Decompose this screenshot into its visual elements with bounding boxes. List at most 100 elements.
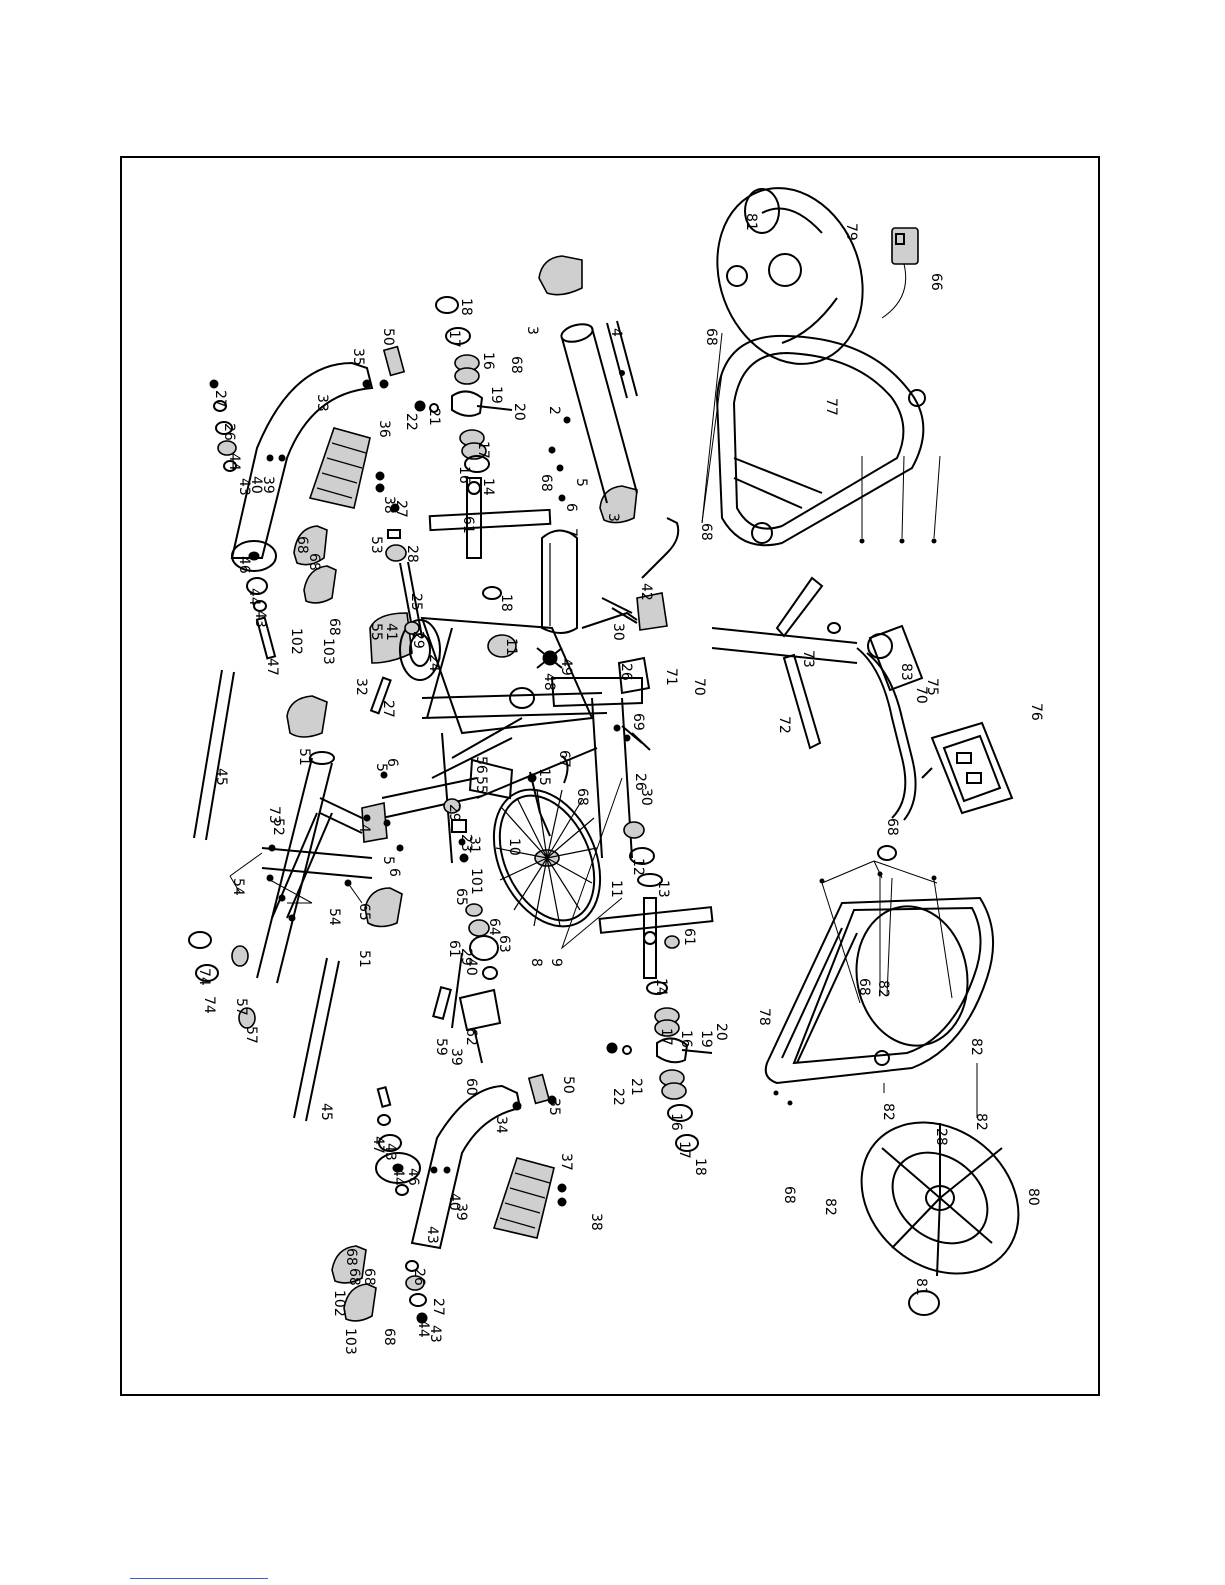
callout-label: 38 xyxy=(381,496,397,514)
callout-leaders xyxy=(229,332,938,904)
callout-label: 82 xyxy=(880,1103,896,1121)
part-46-roller-upper xyxy=(231,540,277,660)
callout-label: 74 xyxy=(196,968,212,986)
callout-label: 68 xyxy=(856,978,872,996)
callout-label: 78 xyxy=(756,1008,772,1026)
part-52-base-beam xyxy=(256,751,373,984)
callout-label: 6 xyxy=(386,868,402,877)
callout-label: 68 xyxy=(294,536,310,554)
part-5-6-small-mid xyxy=(363,771,404,852)
part-5-6-brackets xyxy=(548,416,571,502)
callout-label: 74 xyxy=(201,996,217,1014)
part-2-tube xyxy=(560,323,638,504)
callout-label: 51 xyxy=(296,748,312,766)
callout-label: 102 xyxy=(331,1290,347,1317)
callout-label: 68 xyxy=(781,1186,797,1204)
callout-label: 45 xyxy=(213,768,229,786)
part-74-57-feet xyxy=(188,931,256,1029)
callout-label: 68 xyxy=(326,618,342,636)
callout-label: 64 xyxy=(486,918,502,936)
callout-label: 19 xyxy=(698,1030,714,1048)
callout-label: 27 xyxy=(380,700,396,718)
callout-label: 68 xyxy=(508,356,524,374)
callout-label: 37 xyxy=(558,1153,574,1171)
part-78-right-shroud xyxy=(764,896,995,1085)
callout-label: 21 xyxy=(628,1078,644,1096)
part-77-left-shroud xyxy=(715,334,926,547)
callout-label: 75 xyxy=(924,678,940,696)
part-24-flywheel-hub xyxy=(399,619,441,681)
part-33-pedal-arm-upper xyxy=(230,361,389,559)
callout-label: 28 xyxy=(933,1128,949,1146)
callout-label: 18 xyxy=(498,594,514,612)
callout-label: 73 xyxy=(800,650,816,668)
callout-label: 26 xyxy=(221,423,237,441)
callout-label: 76 xyxy=(1028,703,1044,721)
callout-label: 68 xyxy=(346,1268,362,1286)
callout-label: 43 xyxy=(252,610,268,628)
callout-label: 103 xyxy=(342,1328,358,1355)
part-4-rail-top xyxy=(606,320,638,399)
callout-label: 26 xyxy=(632,773,648,791)
callout-label: 11 xyxy=(503,638,519,656)
callout-label: 48 xyxy=(541,673,557,691)
callout-label: 68 xyxy=(698,523,714,541)
part-82-68-shroud-screws xyxy=(773,871,978,1118)
callout-label: 16 xyxy=(480,352,496,370)
callout-label: 66 xyxy=(928,273,944,291)
callout-label: 55 xyxy=(473,776,489,794)
part-15-67-magnet xyxy=(527,755,569,814)
callout-label: 56 xyxy=(473,756,489,774)
callout-label: 65 xyxy=(356,903,372,921)
callout-label: 27 xyxy=(393,500,409,518)
part-79-disc-cover xyxy=(716,187,864,365)
callout-label: 20 xyxy=(713,1023,729,1041)
callout-label: 68 xyxy=(381,1328,397,1346)
part-102-103-guard-upper xyxy=(293,525,337,604)
part-37-pedal-lower xyxy=(492,1157,567,1239)
callout-label: 24 xyxy=(426,654,442,672)
callout-label: 44 xyxy=(246,588,262,606)
callout-label: 39 xyxy=(448,1048,464,1066)
part-61-64-idler xyxy=(465,903,499,980)
callout-label: 69 xyxy=(630,713,646,731)
callout-label: 15 xyxy=(536,768,552,786)
part-51-cap-upper xyxy=(286,695,328,738)
part-81-bottom-cap xyxy=(908,1290,940,1316)
part-51-cap-lower xyxy=(344,879,403,928)
callout-label: 101 xyxy=(468,868,484,895)
callout-label: 65 xyxy=(453,888,469,906)
callout-label: 31 xyxy=(466,836,482,854)
callout-label: 27 xyxy=(430,1298,446,1316)
part-39-40-bolt xyxy=(266,454,286,462)
callout-label: 43 xyxy=(424,1226,440,1244)
part-39-40-bolt-lower xyxy=(430,1166,451,1174)
callout-label: 61 xyxy=(460,516,476,534)
callout-label: 57 xyxy=(243,1026,259,1044)
callout-label: 83 xyxy=(898,663,914,681)
callout-label: 67 xyxy=(556,750,572,768)
callout-label: 51 xyxy=(356,950,372,968)
callout-label: 68 xyxy=(703,328,719,346)
callout-label: 14 xyxy=(653,978,669,996)
callout-label: 55 xyxy=(368,623,384,641)
callout-label: 68 xyxy=(884,818,900,836)
callout-label: 38 xyxy=(588,1213,604,1231)
callout-label: 82 xyxy=(973,1113,989,1131)
part-59-62-tension-arm xyxy=(432,952,502,1064)
callout-label: 6 xyxy=(563,503,579,512)
callout-label: 40 xyxy=(463,958,479,976)
callout-label: 59 xyxy=(433,1038,449,1056)
callout-label: 49 xyxy=(558,658,574,676)
callout-label: 4 xyxy=(608,328,624,337)
callout-label: 39 xyxy=(260,476,276,494)
callout-label: 3 xyxy=(605,513,621,522)
callout-label: 10 xyxy=(506,838,522,856)
part-bearing-stack-upper xyxy=(414,296,513,473)
callout-label: 22 xyxy=(610,1088,626,1106)
callout-label: 2 xyxy=(546,406,562,415)
callout-label: 25 xyxy=(408,593,424,611)
callout-label: 82 xyxy=(875,980,891,998)
part-3-end-cap-upper xyxy=(538,255,583,296)
